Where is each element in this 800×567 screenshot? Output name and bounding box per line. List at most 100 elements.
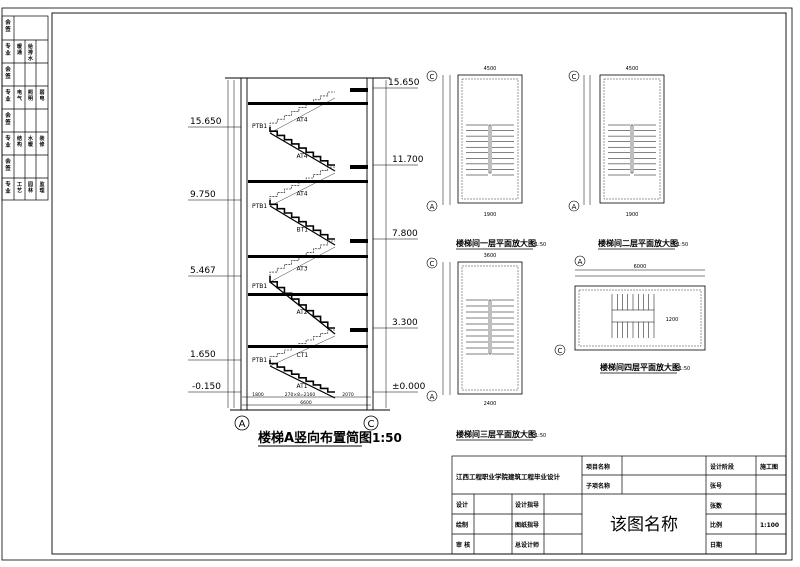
plan3-scale: 1:50: [535, 433, 546, 439]
strip-discipline-label: 构: [17, 141, 22, 148]
left-level-5: -0.150: [192, 382, 221, 392]
right-level-3: 7.800: [392, 229, 418, 239]
strip-discipline-label: 林: [28, 187, 34, 194]
strip-discipline-label: 明: [28, 95, 33, 102]
plan3-title: 楼梯间三层平面放大图: [456, 429, 536, 439]
stair-flight-soffit: [269, 365, 336, 399]
countersign-strip: [1, 15, 49, 201]
strip-discipline-label: 结: [17, 135, 22, 142]
stair-flight: [269, 240, 335, 276]
plan2-axis-a: [568, 200, 580, 212]
outer-border: [1, 7, 793, 561]
axis-c-label: C: [368, 419, 375, 430]
plan1-axis-c: [426, 70, 438, 82]
plan3-dim-bottom: 2400: [484, 401, 497, 407]
plan2-axis-c-label: C: [572, 73, 577, 81]
strip-row-label: 专: [5, 88, 11, 96]
design-supervisor-label: 设计指导: [515, 501, 539, 509]
phase-value: 施工图: [760, 463, 778, 471]
section-scale: 1:50: [372, 431, 402, 445]
right-level-1: 15.650: [388, 78, 420, 88]
stair-flight: [269, 91, 335, 127]
left-level-2: 9.750: [190, 190, 216, 200]
school-name: 江西工程职业学院建筑工程毕业设计: [456, 472, 561, 481]
strip-discipline-label: 水: [27, 55, 34, 62]
strip-discipline-label: 水: [27, 135, 34, 142]
strip-row-label: 会: [5, 157, 11, 165]
strip-row-label: 签: [4, 72, 11, 80]
stair-flight-soffit: [269, 132, 336, 172]
strip-discipline-label: 园: [28, 181, 33, 188]
plan1-dim-bottom: 1900: [484, 212, 497, 218]
stair-flight-soffit: [269, 246, 336, 283]
stair-flight-soffit: [269, 205, 336, 246]
plan3-dim-top: 3600: [484, 253, 497, 259]
strip-discipline-label: 弱: [39, 89, 44, 96]
vertical-dimensions: [227, 80, 387, 408]
strip-discipline-label: 给: [28, 43, 33, 50]
dim-bottom-3: 2070: [342, 392, 354, 398]
stair-flight-soffit: [269, 97, 336, 134]
strip-discipline-label: 通: [17, 49, 22, 56]
strip-discipline-label: 照: [28, 89, 33, 96]
strip-discipline-label: 排: [28, 49, 33, 56]
flight-label: AT2: [297, 309, 308, 316]
plan4-dim-top: 6000: [634, 264, 647, 270]
strip-discipline-label: 监: [39, 181, 44, 188]
draw-label: 绘制: [456, 521, 468, 529]
axis-a-bubble: [234, 415, 250, 431]
plan1-dim-top: 4500: [484, 66, 497, 72]
drawing-name: 该图名称: [610, 515, 678, 535]
strip-discipline-label: 电: [17, 89, 22, 96]
strip-row-label: 业: [5, 49, 11, 57]
phase-label: 设计阶段: [710, 463, 734, 471]
stair-flight: [269, 127, 335, 166]
strip-discipline-label: 电: [39, 95, 44, 102]
plan4-axis-a: [574, 255, 586, 267]
strip-row-label: 签: [4, 164, 11, 172]
strip-row-label: 业: [5, 141, 11, 149]
sheet-count-label: 张数: [710, 502, 723, 510]
plan2-axis-a-label: A: [572, 203, 577, 211]
plan4-axis-c: [554, 344, 566, 356]
strip-row-label: 会: [5, 18, 11, 26]
title-block: [451, 455, 787, 555]
section-title: 楼梯A竖向布置简图: [258, 430, 372, 446]
strip-discipline-label: 修: [38, 141, 45, 148]
strip-discipline-label: 暖: [28, 141, 34, 148]
flight-label: AT4: [297, 191, 308, 198]
plan2-axis-c: [568, 70, 580, 82]
plan2-dim-bottom: 1900: [626, 212, 639, 218]
strip-row-label: 会: [5, 65, 11, 73]
plan-2: [583, 74, 665, 205]
scale-label: 比例: [710, 521, 722, 529]
plan1-axis-c-label: C: [430, 73, 435, 81]
plan2-dim-top: 4500: [626, 66, 639, 72]
design-label: 设计: [456, 501, 468, 509]
stair-flight: [269, 360, 335, 393]
axis-a-label: A: [239, 419, 246, 430]
left-level-1: 15.650: [190, 117, 222, 127]
strip-discipline-label: 工: [17, 182, 22, 188]
strip-row-label: 签: [4, 118, 11, 126]
left-level-4: 1.650: [190, 350, 216, 360]
dim-bottom-1: 1800: [252, 392, 264, 398]
strip-row-label: 专: [5, 42, 11, 50]
right-level-lines: [373, 87, 418, 393]
plan-4: [574, 269, 706, 351]
strip-discipline-label: 理: [39, 187, 44, 194]
plan1-axis-a-label: A: [430, 203, 435, 211]
plan-stair-treads: [466, 124, 656, 355]
plan2-scale: 1:50: [677, 242, 688, 248]
flight-label: AT4: [297, 153, 308, 160]
axis-c-bubble: [363, 415, 379, 431]
strip-discipline-label: 装: [38, 135, 44, 142]
plan3-axis-c: [426, 257, 438, 269]
plan4-axis-a-label: A: [578, 258, 583, 266]
strip-row-label: 业: [5, 187, 11, 195]
stair-flight: [269, 166, 335, 200]
platform-label-3: PTB1: [252, 283, 267, 290]
